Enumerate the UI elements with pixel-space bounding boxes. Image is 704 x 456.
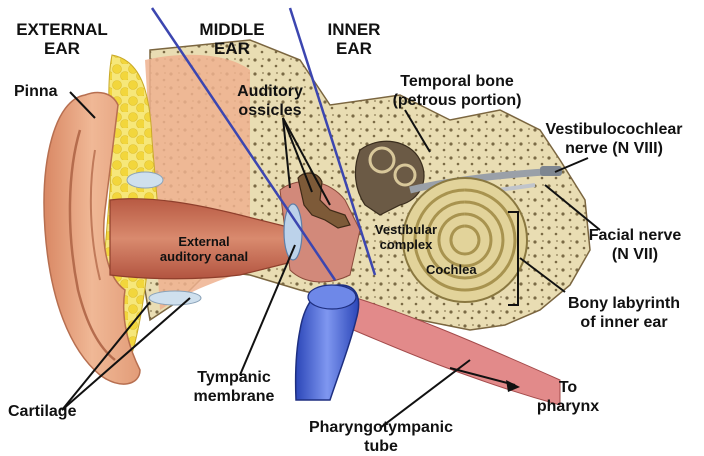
middle-ear-heading: MIDDLE EAR	[190, 20, 274, 58]
vestibulocochlear-label: Vestibulocochlear nerve (N VIII)	[528, 120, 700, 158]
cartilage-piece-upper	[127, 172, 163, 188]
cartilage-piece-lower	[149, 291, 201, 305]
external-ear-heading: EXTERNAL EAR	[4, 20, 120, 58]
cartilage-label: Cartilage	[8, 402, 76, 421]
temporal-bone-label: Temporal bone (petrous portion)	[374, 72, 540, 110]
auditory-ossicles-label: Auditory ossicles	[222, 82, 318, 120]
to-pharynx-label: To pharynx	[528, 378, 608, 416]
tympanic-membrane-label: Tympanic membrane	[180, 368, 288, 406]
facial-nerve-label: Facial nerve (N VII)	[574, 226, 696, 264]
vestibular-complex-label: Vestibular complex	[360, 222, 452, 252]
pharyngotympanic-label: Pharyngotympanic tube	[296, 418, 466, 456]
blue-vessel-opening	[308, 285, 356, 309]
pinna-label: Pinna	[14, 82, 58, 101]
bony-labyrinth-label: Bony labyrinth of inner ear	[550, 294, 698, 332]
cochlea-label: Cochlea	[426, 262, 477, 277]
external-canal-label: External auditory canal	[140, 234, 268, 264]
inner-ear-heading: INNER EAR	[318, 20, 390, 58]
